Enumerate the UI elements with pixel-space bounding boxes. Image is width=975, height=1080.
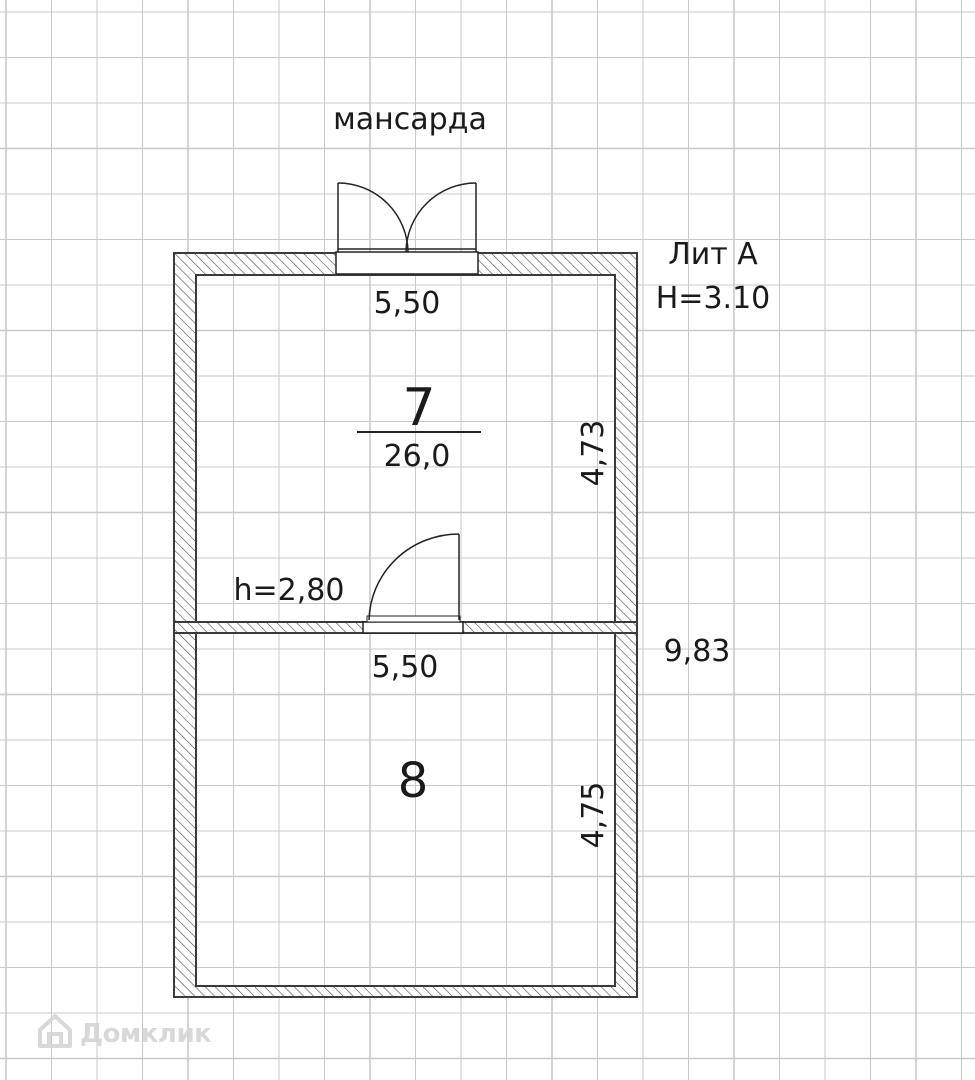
house-logo-icon [36,1012,74,1057]
room7-width-dimension: 5,50 [374,286,441,321]
entrance-double-door [335,182,479,275]
room8-height-label: h=2,80 [234,573,345,608]
room7-length-dimension: 4,73 [576,420,611,487]
building-letter-label: Лит А [668,237,758,272]
watermark-text: Домклик [80,1019,212,1049]
watermark: Домклик [36,1012,212,1057]
room8-number: 8 [398,753,429,809]
room7-number: 7 [402,378,435,438]
attic-label: мансарда [333,102,487,137]
building-height-label: H=3.10 [656,281,771,316]
room8-length-dimension: 4,75 [576,782,611,849]
total-length-dimension: 9,83 [664,634,731,669]
room8-width-dimension: 5,50 [372,650,439,685]
room7-area: 26,0 [384,439,451,474]
interior-door [362,533,464,634]
